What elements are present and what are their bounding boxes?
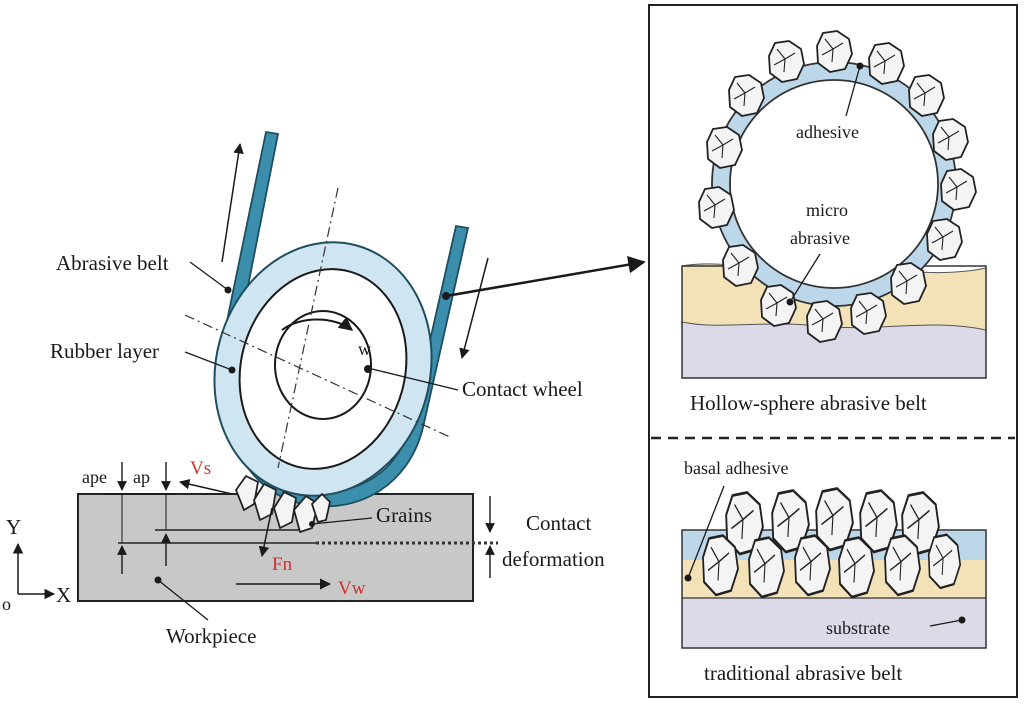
contact-deformation-label-2: deformation (502, 547, 605, 571)
leader-dot (684, 574, 692, 582)
wheel-axis-line-2 (184, 314, 453, 439)
fn-label: Fn (272, 554, 293, 575)
abrasive-grain (927, 533, 962, 590)
abrasive-grain (793, 534, 832, 597)
zoom-arrow (445, 256, 646, 298)
leader-adhesive (845, 65, 861, 117)
abrasive-grain (883, 534, 922, 597)
leader-dot (786, 298, 794, 306)
abrasive-belt-label: Abrasive belt (56, 251, 169, 275)
traditional-belt-section: basal adhesive substrate traditional abr… (681, 458, 987, 685)
leader-grains (311, 517, 373, 525)
belt-up-arrow (221, 142, 244, 263)
wheel-axis-line (277, 187, 339, 469)
leader-dot (442, 292, 450, 300)
hollow-sphere-caption: Hollow-sphere abrasive belt (690, 391, 927, 415)
leader-micro-abrasive (789, 253, 821, 303)
ap-label: ap (133, 467, 150, 487)
workpiece-label: Workpiece (166, 624, 256, 648)
micro-abrasive-grain (816, 30, 853, 73)
grain (235, 475, 259, 511)
micro-abrasive-grain (940, 168, 977, 211)
micro-label: micro (806, 200, 848, 220)
micro-abrasive-grain (706, 126, 743, 169)
belt-down-arrow (459, 257, 489, 360)
detail-panel: adhesive micro abrasive Hollow-sphere ab… (648, 4, 1018, 698)
leader-workpiece (157, 579, 209, 621)
micro-abrasive-grain (850, 292, 887, 335)
abrasive-grain (701, 534, 740, 597)
leader-dot (224, 286, 232, 294)
vs-label: Vs (190, 458, 211, 479)
leader-dot (228, 366, 236, 374)
adhesive-label: adhesive (796, 122, 859, 142)
machine-illustration: w (50, 130, 646, 648)
micro-abrasive-grain (768, 40, 805, 83)
micro-abrasive-grain (890, 262, 927, 305)
origin-label: o (2, 594, 11, 614)
micro-abrasive-grain (760, 284, 797, 327)
micro-abrasive-grain (926, 218, 963, 261)
wheel-hub (274, 310, 372, 420)
omega-label: w (358, 339, 371, 359)
grains-label: Grains (376, 503, 432, 527)
leader-dot (958, 616, 966, 624)
grain (311, 493, 331, 523)
basal-adhesive-label: basal adhesive (684, 458, 788, 478)
ape-label: ape (82, 467, 107, 487)
micro-abrasive-grain (908, 74, 945, 117)
substrate-band (682, 598, 986, 648)
coordinate-axes: Y X o (2, 515, 71, 614)
vw-label: Vw (338, 578, 366, 599)
micro-abrasive-grain (806, 300, 843, 343)
hollow-sphere-interior (729, 79, 939, 289)
hollow-sphere-section: adhesive micro abrasive Hollow-sphere ab… (681, 30, 987, 415)
micro-abrasive-grain (698, 186, 735, 229)
x-axis-label: X (56, 583, 71, 607)
leader-abrasive-belt (189, 261, 229, 291)
traditional-caption: traditional abrasive belt (704, 661, 902, 685)
micro-abrasive-grain (722, 244, 759, 287)
y-axis-label: Y (6, 515, 21, 539)
abrasive-label: abrasive (790, 228, 850, 248)
micro-abrasive-grain (932, 118, 969, 161)
leader-dot (309, 521, 315, 527)
abrasive-grain (837, 536, 876, 599)
rotation-arrow (281, 316, 354, 331)
rubber-layer-label: Rubber layer (50, 339, 159, 363)
micro-abrasive-grain (728, 74, 765, 117)
leader-contact-wheel (371, 368, 459, 391)
leader-dot (154, 576, 162, 584)
leader-basal-adhesive (687, 485, 725, 579)
micro-abrasive-grain (868, 42, 905, 85)
wheel-center-dot (364, 365, 372, 373)
fn-arrow (258, 507, 273, 558)
leader-rubber-layer (184, 351, 233, 371)
contact-wheel-label: Contact wheel (462, 377, 583, 401)
leader-dot (856, 62, 864, 70)
abrasive-grain (747, 536, 786, 599)
grain (253, 483, 277, 521)
substrate-label: substrate (826, 618, 890, 638)
leader-substrate (929, 619, 963, 627)
vs-arrow (178, 479, 233, 495)
contact-deformation-label-1: Contact (526, 511, 591, 535)
